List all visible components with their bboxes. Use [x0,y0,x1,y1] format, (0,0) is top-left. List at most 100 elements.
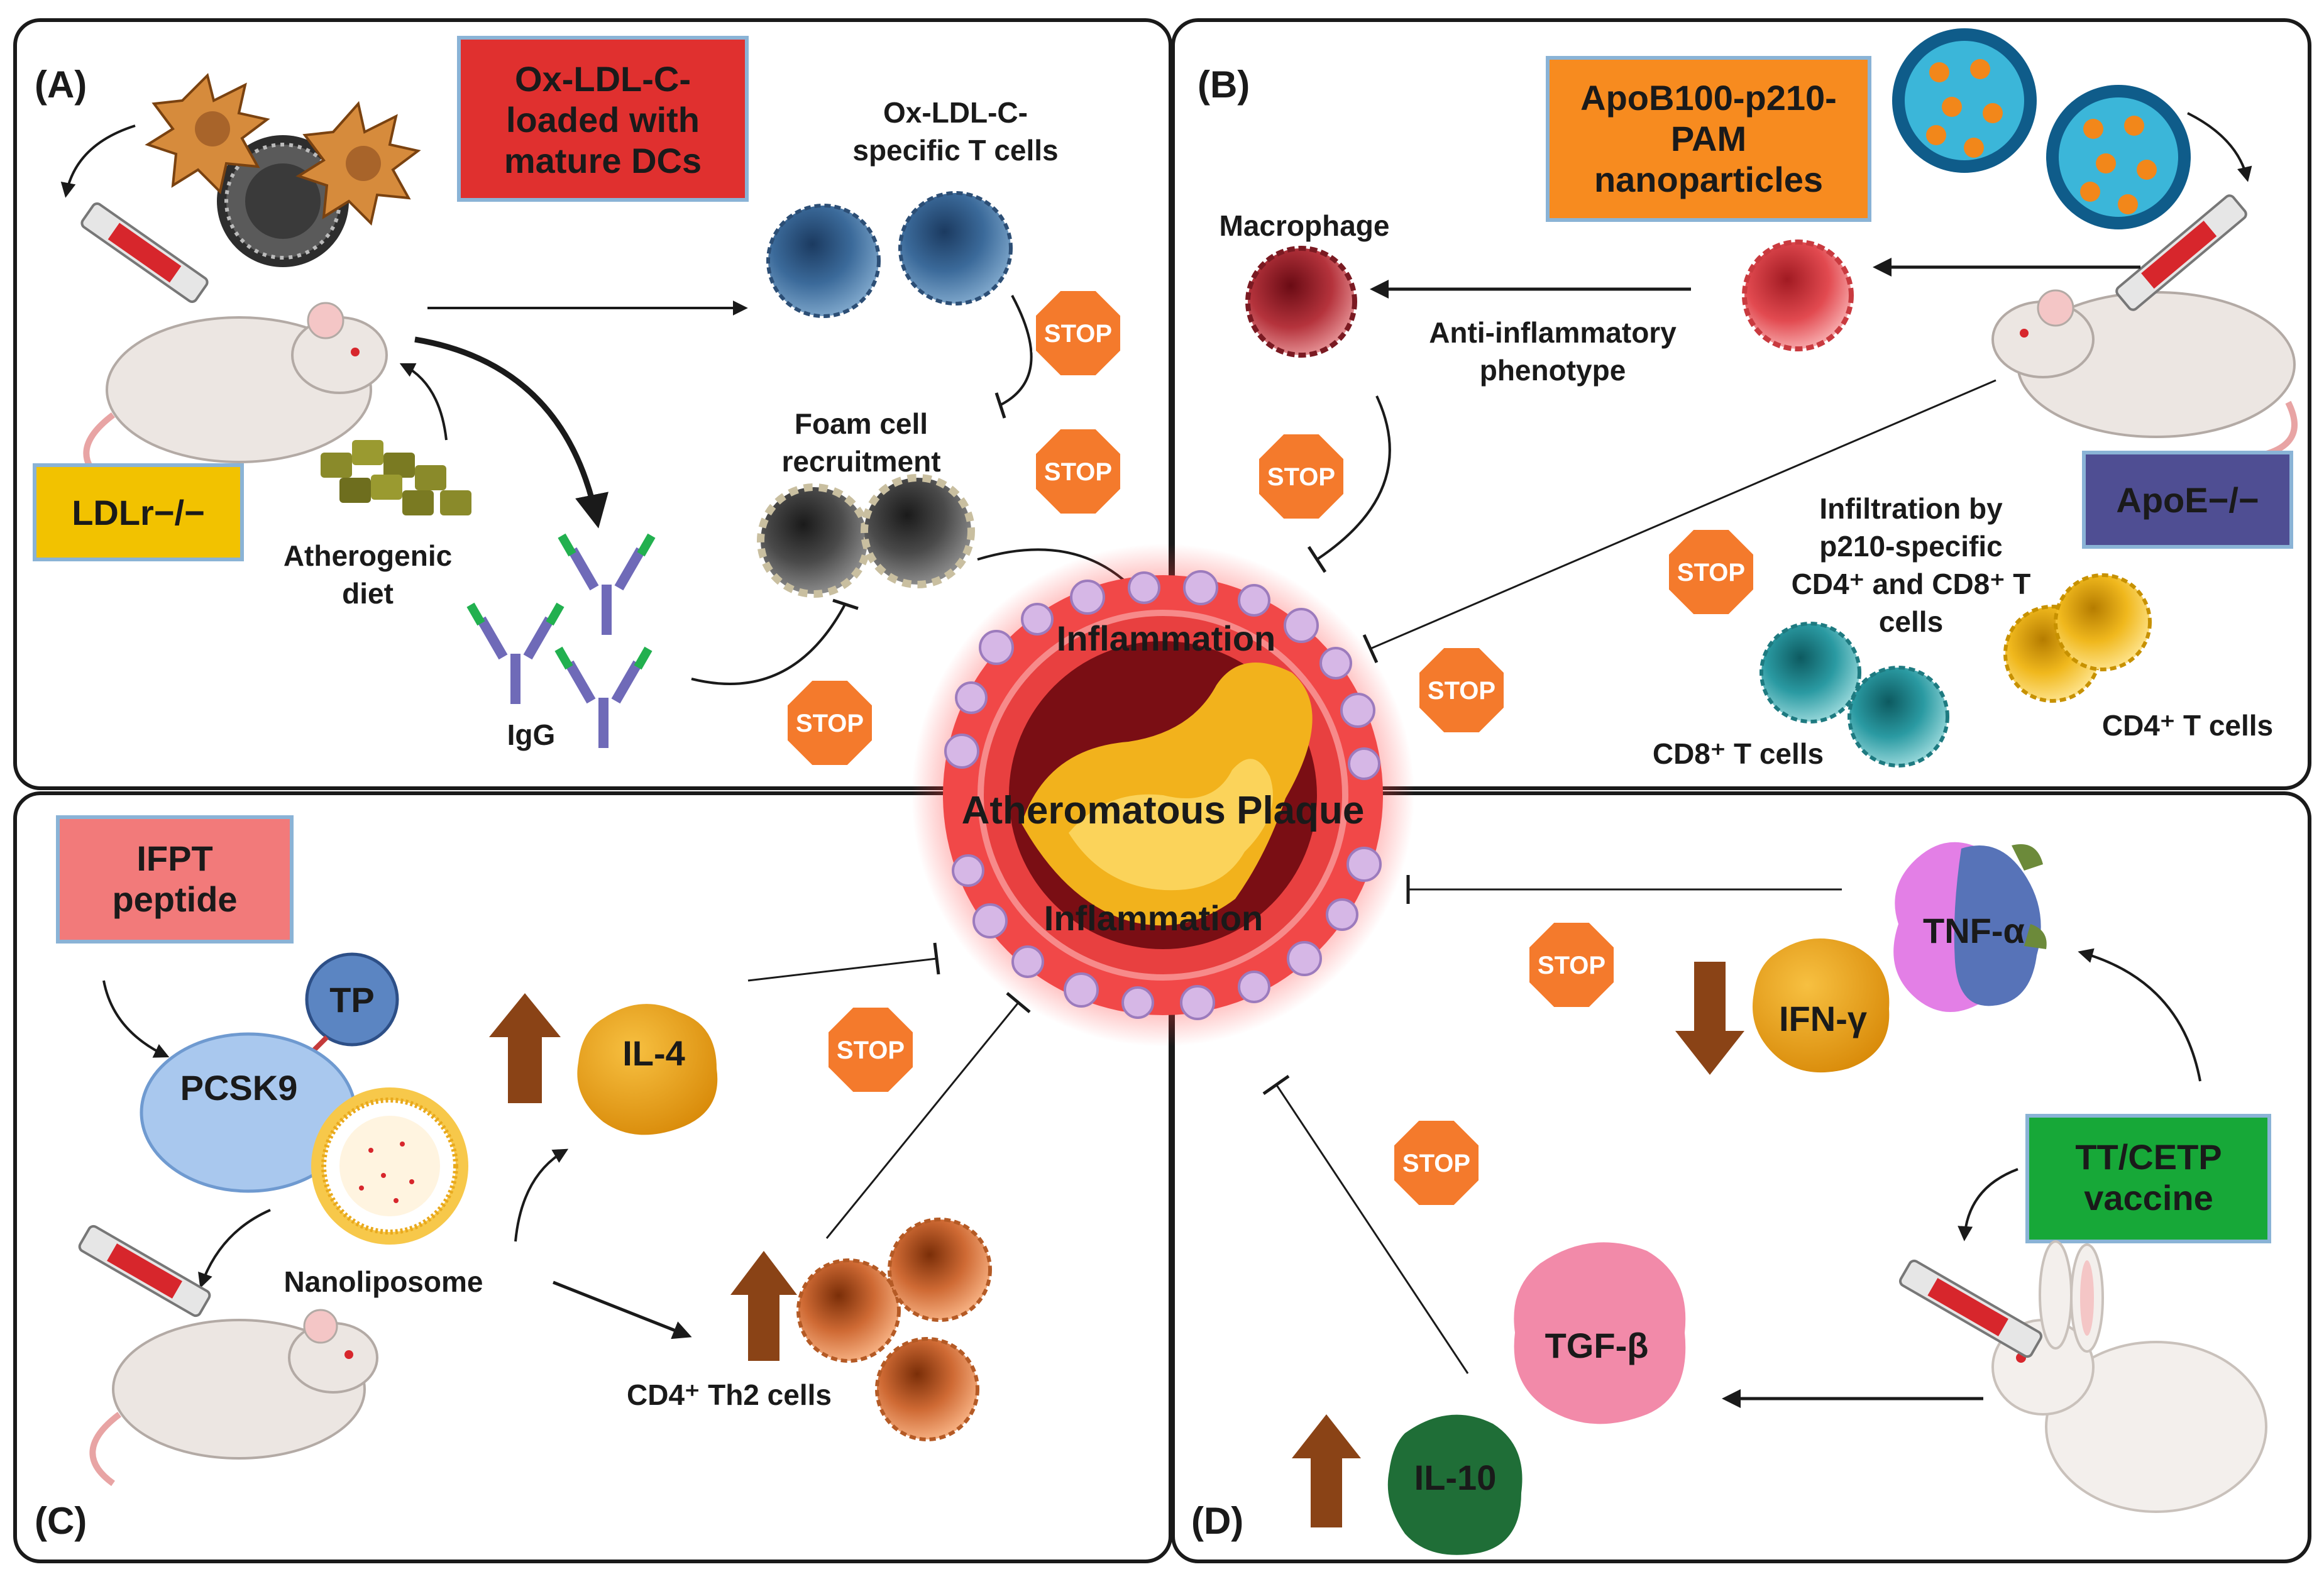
inhibition-bar [1006,992,1031,1013]
apob-box [1546,56,1871,222]
infiltration-line2: p210-specific [1819,530,2002,563]
svg-text:STOP: STOP [1538,952,1605,979]
th2-cell-icon [888,1218,992,1322]
panel-c: IFPT peptide TP PCSK9 [56,815,1031,1487]
increase-arrow-icon [489,993,561,1103]
macrophage-icon [1245,246,1357,358]
diet-line2: diet [342,577,394,610]
nanoparticle-icon [2046,85,2191,229]
th2-cell-icon [875,1337,979,1441]
il10-label: IL-10 [1414,1458,1497,1497]
syringe-icon [78,1224,211,1318]
rabbit-icon [1991,1240,2267,1513]
cd8-t-cell-icon [1848,666,1949,767]
arrow [102,980,170,1058]
arrow [60,124,136,198]
cd8-t-cell-icon [1760,622,1861,723]
foam-cell-icon [757,483,871,598]
macrophage-icon [1742,239,1854,351]
ifn-gamma-cytokine-icon [1753,938,1890,1073]
inhibition-bar [933,942,940,975]
stop-sign-icon: STOP [1416,644,1507,736]
ifn-label: IFN-γ [1779,999,1867,1038]
arrow [2187,112,2252,182]
syringe-icon [1899,1259,2042,1358]
svg-text:STOP: STOP [1267,463,1335,491]
t-cells-line1: Ox-LDL-C- [883,96,1028,129]
arrow [399,363,448,441]
igg-label: IgG [507,718,556,751]
il4-label: IL-4 [622,1033,685,1073]
t-cell-icon [898,191,1013,305]
inhibition-line [999,295,1033,407]
panel-d: TNF-α IFN-γ TT/CETP vaccine [1262,842,2271,1555]
antibody-icon [554,646,653,748]
nanoparticle-icon [1892,28,2037,173]
immune-cell-cluster [944,570,1382,1020]
atherogenic-diet-icon [321,440,471,515]
cd8-label: CD8⁺ T cells [1653,737,1824,770]
stop-sign-icon: STOP [1391,1117,1482,1209]
vaccine-box [2025,1114,2271,1243]
inhibition-bar [1262,1074,1290,1096]
panel-b-letter: (B) [1198,63,1250,106]
increase-arrow-icon [1292,1414,1361,1527]
phenotype-line2: phenotype [1480,354,1626,387]
macrophage-label: Macrophage [1220,209,1390,242]
antibody-icon [466,602,564,704]
tp-peptide-icon [305,952,399,1047]
plaque-title: Atheromatous Plaque [962,789,1365,832]
tnf-label: TNF-α [1923,911,2025,950]
inhibition-line [691,603,847,685]
inhibition-bar [994,392,1006,419]
panel-b: ApoB100-p210- PAM nanoparticles [1220,28,2298,770]
stop-sign-icon: STOP [1032,426,1124,517]
t-cells-line2: specific T cells [852,134,1058,167]
increase-arrow-icon [730,1251,797,1361]
arrow [414,336,609,529]
mouse-icon [83,302,388,487]
stop-sign-icon: STOP [825,1004,917,1096]
arrow [198,1209,271,1289]
phenotype-line1: Anti-inflammatory [1429,316,1677,349]
arrow [2078,948,2201,1082]
th2-label: CD4⁺ Th2 cells [627,1378,832,1411]
mouse-icon [89,1309,378,1487]
inhibition-line [747,957,937,982]
vaccine-box-line2: vaccine [2084,1178,2213,1218]
t-cell-icon [766,204,881,318]
syringe-icon [2115,194,2247,311]
ifpt-box-line1: IFPT [136,839,212,878]
panel-a: Ox-LDL-C- loaded with mature DCs LDLr−/− [33,36,1152,751]
apob-box-line2: PAM [1671,119,1746,158]
stop-sign-icon: STOP [1032,287,1124,379]
svg-text:STOP: STOP [1044,320,1112,348]
svg-text:STOP: STOP [1402,1150,1470,1177]
pcsk9-label: PCSK9 [180,1068,298,1108]
infiltration-line1: Infiltration by [1819,492,2003,525]
tp-label: TP [329,980,375,1020]
atheromatous-plaque: Inflammation Atheromatous Plaque Inflamm… [911,544,1414,1047]
cd4-label: CD4⁺ T cells [2102,709,2273,742]
stop-sign-icon: STOP [1255,431,1347,522]
arrow [1958,1168,2018,1241]
syringe-icon [80,202,209,303]
vaccine-box-line1: TT/CETP [2075,1137,2222,1177]
tnf-alpha-protein-icon [1893,842,2047,1012]
inhibition-line [1370,379,1996,650]
dendritic-cell-icon [145,73,270,194]
infiltration-line4: cells [1879,605,1943,638]
th2-cell-icon [796,1258,901,1363]
arrow [553,1280,692,1340]
ifpt-box [56,815,294,944]
inhibition-bar [1307,546,1327,573]
oxldl-dc-box-line2: loaded with [506,100,700,140]
apob-box-line3: nanoparticles [1594,160,1823,199]
infiltration-line3: CD4⁺ and CD8⁺ T [1792,568,2031,600]
ifpt-box-line2: peptide [112,879,237,919]
svg-text:STOP: STOP [1044,458,1112,486]
il4-cytokine-icon [577,1004,718,1135]
panel-b-frame [1171,18,2311,790]
oxldl-dc-box-line3: mature DCs [504,141,702,180]
stop-sign-icon: STOP [784,677,876,769]
